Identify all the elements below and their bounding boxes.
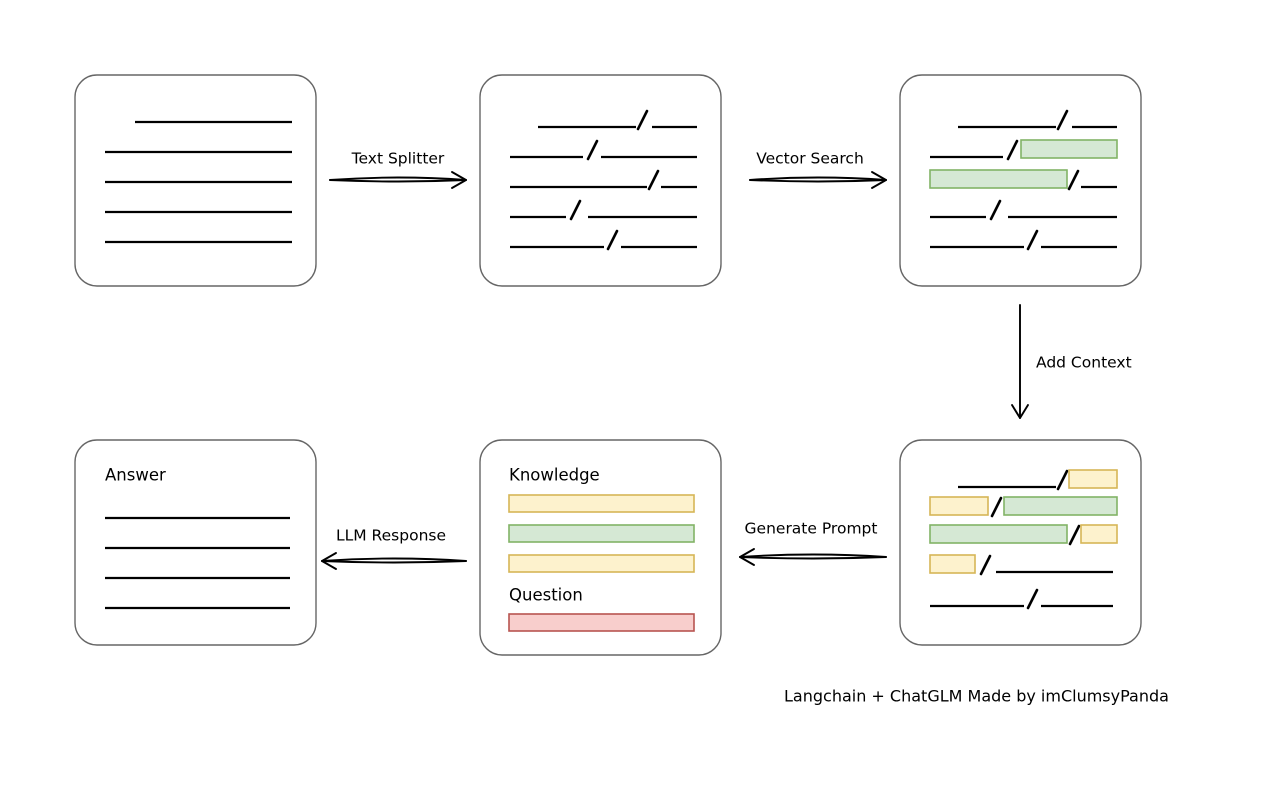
- edge-label-edge-text-splitter: Text Splitter: [351, 150, 445, 168]
- knowledge-bar-2: [508, 524, 695, 543]
- separator-slash: [636, 109, 649, 131]
- separator-slash: [1006, 139, 1019, 161]
- edge-shaft-secondary: [321, 560, 467, 564]
- node-frame-answer-document[interactable]: [74, 439, 317, 646]
- edge-shaft-secondary: [739, 556, 887, 560]
- separator-slash: [1056, 469, 1069, 491]
- knowledge-bar-3: [508, 554, 695, 573]
- separator-slash: [1068, 524, 1081, 546]
- edge-llm-response: LLM Response: [321, 527, 467, 570]
- separator-slash: [990, 496, 1003, 518]
- edge-label-edge-generate-prompt: Generate Prompt: [745, 520, 878, 538]
- highlight-segment-green: [1003, 496, 1118, 516]
- node-split-document: [479, 74, 722, 287]
- highlight-segment-green: [929, 524, 1068, 544]
- edge-shaft-secondary: [329, 179, 467, 183]
- edge-arrowhead: [321, 552, 337, 570]
- node-source-document: [74, 74, 317, 287]
- separator-slash: [1067, 169, 1080, 191]
- node-frame-prompt-document[interactable]: [479, 439, 722, 656]
- highlight-segment-green: [1020, 139, 1118, 159]
- knowledge-heading: Knowledge: [509, 466, 600, 485]
- separator-slash: [586, 139, 599, 161]
- separator-slash: [1026, 229, 1039, 251]
- edge-shaft: [749, 176, 887, 181]
- highlight-segment-yellow: [929, 496, 989, 516]
- edge-label-edge-add-context: Add Context: [1036, 354, 1132, 372]
- answer-heading: Answer: [105, 466, 166, 485]
- separator-slash: [1026, 588, 1039, 610]
- highlight-segment-yellow: [929, 554, 976, 574]
- separator-slash: [1056, 109, 1069, 131]
- question-heading: Question: [509, 586, 583, 605]
- node-retrieved-document: [899, 74, 1142, 287]
- separator-slash: [979, 554, 992, 576]
- edge-vector-search: Vector Search: [749, 150, 887, 189]
- highlight-segment-green: [929, 169, 1068, 189]
- edge-shaft: [329, 176, 467, 181]
- node-frame-split-document[interactable]: [479, 74, 722, 287]
- separator-slash: [569, 199, 582, 221]
- knowledge-bar-1: [508, 494, 695, 513]
- edge-arrowhead: [871, 171, 887, 189]
- edge-arrowhead: [451, 171, 467, 189]
- edge-text-splitter: Text Splitter: [329, 150, 467, 189]
- separator-slash: [647, 169, 660, 191]
- question-bar-1: [508, 613, 695, 632]
- edge-generate-prompt: Generate Prompt: [739, 520, 887, 566]
- node-frame-source-document[interactable]: [74, 74, 317, 287]
- separator-slash: [989, 199, 1002, 221]
- highlight-segment-yellow: [1068, 469, 1118, 489]
- node-context-document: [899, 439, 1142, 646]
- highlight-segment-yellow: [1080, 524, 1118, 544]
- node-answer-document: Answer: [74, 439, 317, 646]
- footer-credit: Langchain + ChatGLM Made by imClumsyPand…: [784, 687, 1169, 706]
- edge-label-edge-llm-response: LLM Response: [336, 527, 446, 545]
- edge-shaft: [739, 553, 887, 558]
- edge-shaft: [321, 557, 467, 562]
- separator-slash: [606, 229, 619, 251]
- edge-add-context: Add Context: [1011, 304, 1132, 419]
- edge-shaft-secondary: [749, 179, 887, 183]
- edge-label-edge-vector-search: Vector Search: [756, 150, 864, 168]
- edge-arrowhead: [1011, 404, 1029, 419]
- edge-arrowhead: [739, 548, 755, 566]
